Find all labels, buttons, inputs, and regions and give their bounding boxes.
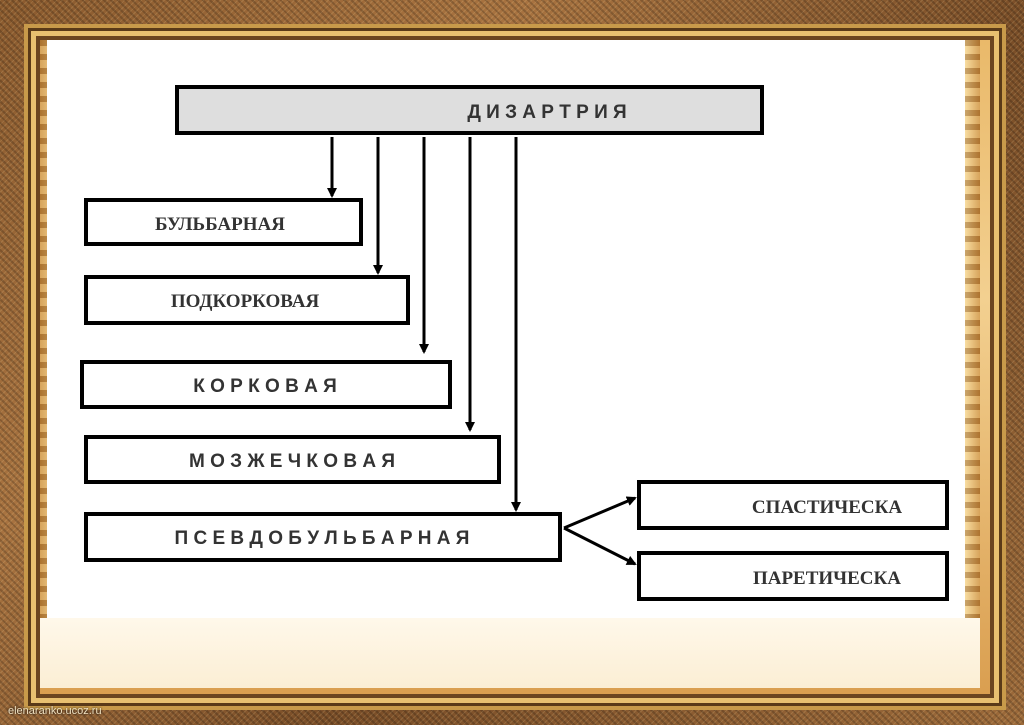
type-box-pseudobulbar	[84, 512, 562, 562]
slide-canvas: Д И З А Р Т Р И Я БУЛЬБАРНАЯ ПОДКОРКОВАЯ…	[47, 40, 965, 618]
type-label-cortical: К О Р К О В А Я	[193, 376, 336, 397]
type-box-cortical	[80, 360, 452, 409]
type-box-bulbar	[84, 198, 363, 246]
root-label: Д И З А Р Т Р И Я	[467, 102, 626, 123]
type-label-pseudobulbar: П С Е В Д О Б У Л Ь Б А Р Н А Я	[175, 528, 470, 549]
type-box-cerebellar	[84, 435, 501, 484]
dysarthria-diagram: Д И З А Р Т Р И Я БУЛЬБАРНАЯ ПОДКОРКОВАЯ…	[80, 85, 949, 601]
type-box-subcortical	[84, 275, 410, 325]
type-label-subcortical: ПОДКОРКОВАЯ	[171, 291, 320, 312]
subtype-box-spastic	[637, 480, 949, 530]
site-watermark: elenaranko.ucoz.ru	[8, 705, 102, 717]
arrow-to-spastic	[563, 496, 637, 530]
type-label-bulbar: БУЛЬБАРНАЯ	[155, 214, 285, 235]
bottom-panel	[40, 618, 980, 688]
subtype-label-paretic: ПАРЕТИЧЕСКА	[753, 568, 901, 589]
type-label-cerebellar: М О З Ж Е Ч К О В А Я	[189, 451, 395, 472]
subtype-box-paretic	[637, 551, 949, 601]
subtype-label-spastic: СПАСТИЧЕСКА	[752, 497, 903, 518]
arrow-to-paretic	[563, 526, 637, 566]
root-box	[175, 85, 764, 135]
